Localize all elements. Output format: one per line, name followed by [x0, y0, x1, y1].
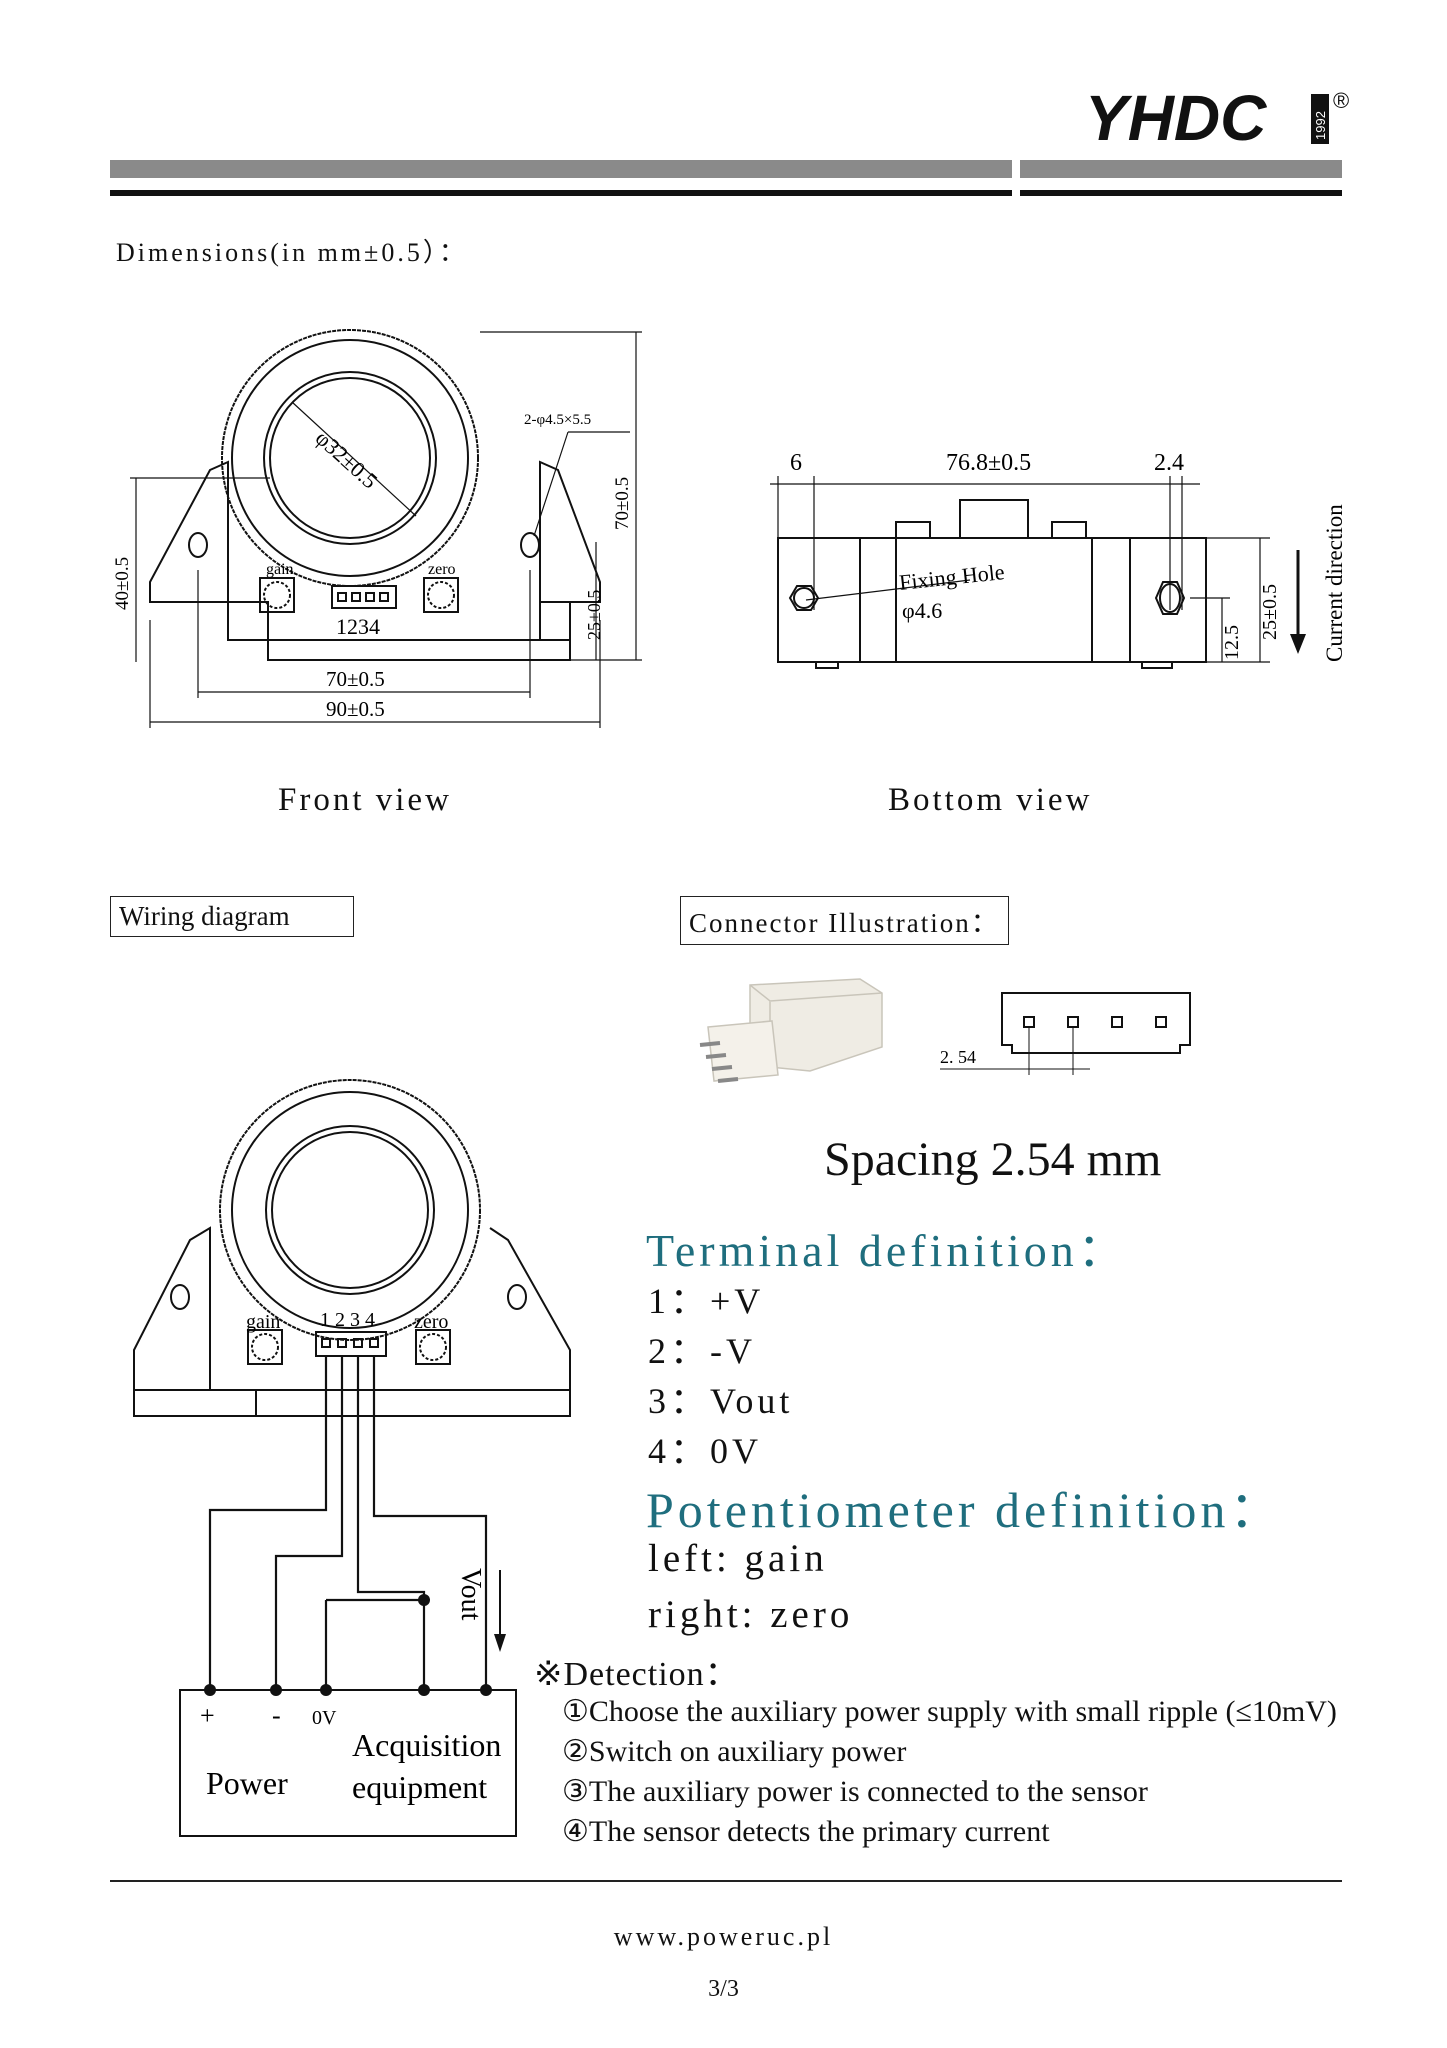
connector-pitch-label: 2. 54	[940, 1047, 976, 1067]
terminal-item-4: 4：0V	[648, 1431, 762, 1471]
front-view-drawing: φ32±0.5 2-φ4.5×5.5 70±0.5 40±0.5 25±0.5 …	[112, 329, 642, 728]
detection-step-3: ③The auxiliary power is connected to the…	[562, 1775, 1148, 1808]
current-direction-label: Current direction	[1322, 504, 1347, 662]
footer-rule	[110, 1880, 1342, 1882]
wiring-diagram-label: Wiring diagram	[110, 896, 354, 937]
dim-width: 90±0.5	[326, 697, 385, 721]
front-gain-label: gain	[266, 561, 294, 578]
logo-year: 1992	[1313, 111, 1328, 140]
detection-step-1: ①Choose the auxiliary power supply with …	[562, 1695, 1337, 1728]
logo-text: YHDC	[1085, 86, 1267, 152]
dim-height-right: 25±0.5	[584, 590, 604, 640]
detection-step-4: ④The sensor detects the primary current	[562, 1815, 1050, 1848]
dim-height-left: 40±0.5	[112, 557, 133, 610]
detection-heading: ※Detection：	[534, 1656, 740, 1693]
dimensions-title: Dimensions(in mm±0.5）：	[116, 238, 468, 267]
dim-12-5: 12.5	[1221, 625, 1243, 660]
header-rule-left	[110, 190, 1012, 196]
wiring-diagram: Vout gain zero 1 2 3 4 + - 0V Power Acqu…	[133, 1079, 571, 1837]
header-rule-right	[1020, 190, 1342, 196]
dim-bottom-right: 2.4	[1154, 450, 1184, 476]
spacing-text: Spacing 2.54 mm	[824, 1133, 1162, 1186]
zero-v-terminal-label: 0V	[312, 1707, 337, 1729]
front-pins-label: 1234	[336, 614, 380, 639]
footer-website: www.poweruc.pl	[613, 1922, 834, 1951]
dim-25: 25±0.5	[1259, 584, 1281, 640]
header-bar-left	[110, 160, 1012, 178]
front-view-label: Front view	[278, 782, 452, 818]
front-zero-label: zero	[428, 561, 456, 578]
wiring-pins-label: 1 2 3 4	[320, 1309, 375, 1331]
dim-bottom-length: 76.8±0.5	[946, 450, 1031, 476]
minus-terminal-label: -	[272, 1701, 281, 1730]
terminal-item-3: 3：Vout	[648, 1381, 794, 1421]
bottom-view-drawing: 6 76.8±0.5 2.4 Fixing Hole φ4.6 12.5 25±…	[770, 450, 1347, 669]
dim-bottom-left: 6	[790, 450, 802, 476]
vout-label: Vout	[455, 1568, 486, 1621]
terminal-heading: Terminal definition：	[646, 1225, 1128, 1276]
potentiometer-heading: Potentiometer definition：	[646, 1482, 1284, 1538]
equipment-label: equipment	[352, 1769, 487, 1805]
terminal-item-1: 1：+V	[648, 1281, 765, 1321]
wiring-zero-label: zero	[414, 1311, 448, 1333]
plus-terminal-label: +	[200, 1701, 215, 1730]
dim-diameter: φ32±0.5	[311, 425, 383, 493]
power-label: Power	[206, 1765, 288, 1801]
fixing-hole-size: φ4.6	[902, 598, 942, 623]
fixing-hole-label: Fixing Hole	[898, 559, 1006, 595]
detection-step-2: ②Switch on auxiliary power	[562, 1735, 907, 1768]
wiring-gain-label: gain	[246, 1311, 280, 1333]
potentiometer-item-right: right: zero	[648, 1593, 854, 1636]
header-bar-right	[1020, 160, 1342, 178]
potentiometer-item-left: left: gain	[648, 1537, 828, 1580]
yhdc-logo: YHDC 1992 ®	[1085, 82, 1355, 154]
registered-mark: ®	[1333, 88, 1349, 113]
dim-height-total: 70±0.5	[612, 477, 633, 530]
dim-hole-spacing: 70±0.5	[326, 667, 385, 691]
page-number: 3/3	[708, 1976, 739, 2002]
connector-photo	[699, 978, 883, 1083]
acquisition-label: Acquisition	[352, 1727, 501, 1763]
bottom-view-label: Bottom view	[888, 782, 1093, 818]
connector-illustration-label: Connector Illustration：	[680, 896, 1009, 945]
terminal-item-2: 2：-V	[648, 1331, 756, 1371]
dim-holes: 2-φ4.5×5.5	[524, 412, 591, 428]
connector-outline: 2. 54	[940, 992, 1191, 1075]
